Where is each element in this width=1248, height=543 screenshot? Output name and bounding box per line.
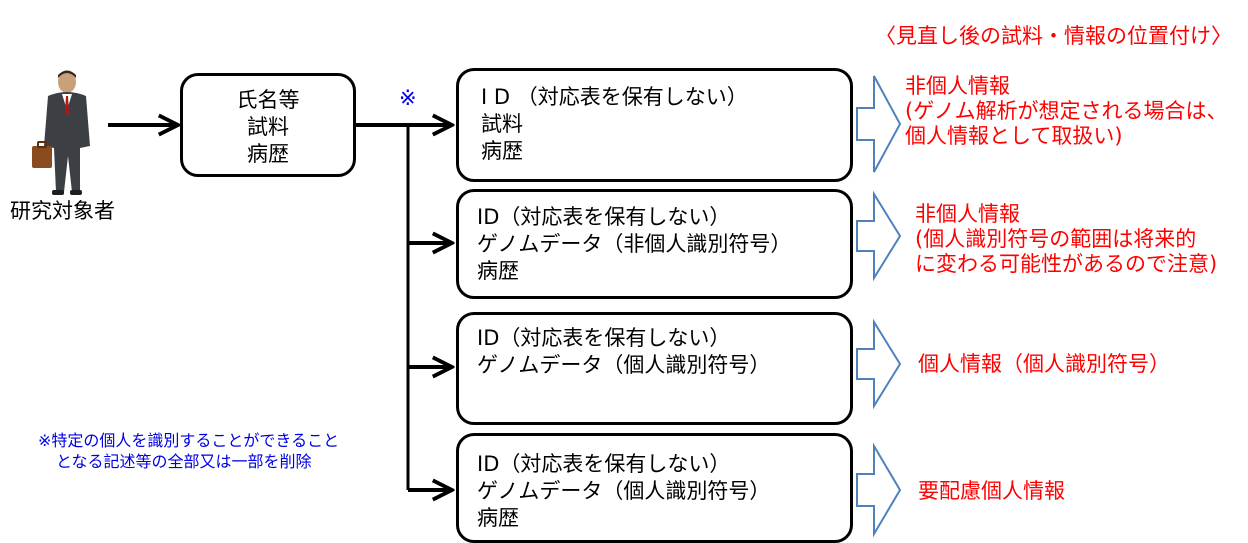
footnote: ※特定の個人を識別することができること となる記述等の全部又は一部を削除 <box>38 430 339 472</box>
classification-row-1: 非個人情報 (ゲノム解析が想定される場合は、 個人情報として取扱い) <box>905 74 1228 149</box>
data-line: 病歴 <box>477 259 519 283</box>
block-arrow-row-2 <box>856 190 902 282</box>
classification-line: 非個人情報 <box>915 202 1020 226</box>
data-line: ゲノムデータ（個人識別符号） <box>477 353 771 377</box>
source-line: 試料 <box>247 115 289 139</box>
footnote-line: となる記述等の全部又は一部を削除 <box>56 452 312 471</box>
classification-line: 個人情報（個人識別符号） <box>918 352 1170 376</box>
data-line: 病歴 <box>477 506 519 530</box>
classification-line: に変わる可能性があるので注意) <box>915 252 1218 276</box>
data-box-row-4: ID（対応表を保有しない） ゲノムデータ（個人識別符号） 病歴 <box>456 433 853 543</box>
data-line: ID（対応表を保有しない） <box>477 452 731 476</box>
classification-line: 非個人情報 <box>905 74 1010 98</box>
data-line: ゲノムデータ（非個人識別符号） <box>477 232 792 256</box>
classification-line: 個人情報として取扱い) <box>905 124 1123 148</box>
reference-marker: ※ <box>399 86 417 110</box>
data-box-row-2: ID（対応表を保有しない） ゲノムデータ（非個人識別符号） 病歴 <box>456 189 853 299</box>
source-line: 氏名等 <box>236 88 300 112</box>
data-line: ゲノムデータ（個人識別符号） <box>477 479 771 503</box>
classification-line: 要配慮個人情報 <box>918 479 1065 503</box>
classification-row-4: 要配慮個人情報 <box>918 479 1065 504</box>
classification-line: (ゲノム解析が想定される場合は、 <box>905 99 1228 123</box>
data-line: 試料 <box>481 112 523 136</box>
classification-row-2: 非個人情報 (個人識別符号の範囲は将来的 に変わる可能性があるので注意) <box>915 202 1217 277</box>
classification-row-3: 個人情報（個人識別符号） <box>918 352 1170 377</box>
footnote-line: ※特定の個人を識別することができること <box>38 431 340 450</box>
data-box-row-1: I D （対応表を保有しない） 試料 病歴 <box>456 68 853 182</box>
data-line: ID（対応表を保有しない） <box>477 205 731 229</box>
classification-line: (個人識別符号の範囲は将来的 <box>915 227 1197 251</box>
block-arrow-row-4 <box>856 442 902 538</box>
block-arrow-row-1 <box>856 75 902 173</box>
page-title: 〈見直し後の試料・情報の位置付け〉 <box>875 24 1232 48</box>
data-box-row-3: ID（対応表を保有しない） ゲノムデータ（個人識別符号） <box>456 312 853 425</box>
source-box: 氏名等 試料 病歴 <box>180 73 356 177</box>
data-line: I D （対応表を保有しない） <box>481 85 748 109</box>
subject-label: 研究対象者 <box>10 199 115 223</box>
source-line: 病歴 <box>247 142 289 166</box>
person-icon <box>32 70 90 195</box>
block-arrow-row-3 <box>856 318 902 410</box>
data-line: ID（対応表を保有しない） <box>477 326 731 350</box>
data-line: 病歴 <box>481 139 523 163</box>
